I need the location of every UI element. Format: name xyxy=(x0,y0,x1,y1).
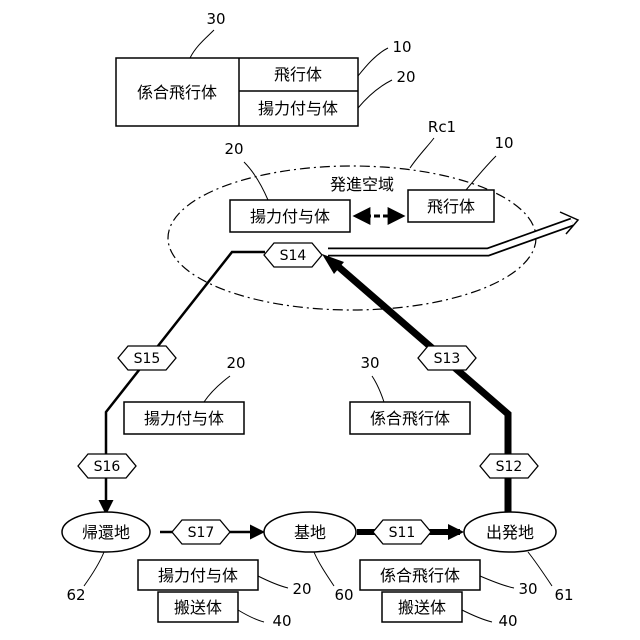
legend-lift-label: 揚力付与体 xyxy=(258,99,338,118)
mid-lift-ref: 20 xyxy=(226,354,245,372)
legend-combined-label: 係合飛行体 xyxy=(137,83,217,102)
step-s11: S11 xyxy=(373,520,431,544)
bottom-carrier-left-leader xyxy=(238,610,264,622)
bottom-combined-label: 係合飛行体 xyxy=(380,566,460,585)
bottom-right-annotations: 係合飛行体 30 搬送体 40 xyxy=(360,560,538,630)
mid-combined-label: 係合飛行体 xyxy=(370,409,450,428)
launch-airspace-label: 発進空域 xyxy=(330,175,394,194)
step-s15-label: S15 xyxy=(134,351,161,367)
step-s17-label: S17 xyxy=(188,525,215,541)
legend-ref-lift: 20 xyxy=(396,68,415,86)
step-s17: S17 xyxy=(172,520,230,544)
place-depart-label: 出発地 xyxy=(486,523,534,542)
step-s16-label: S16 xyxy=(94,459,121,475)
mid-lift-leader xyxy=(204,376,230,402)
legend-flight-label: 飛行体 xyxy=(274,65,322,84)
region-lift-label: 揚力付与体 xyxy=(250,207,330,226)
bottom-lift-leader xyxy=(258,576,288,588)
legend-leader-flight xyxy=(358,48,388,76)
launch-airspace-leader xyxy=(410,138,434,168)
step-s14: S14 xyxy=(264,243,322,267)
legend-ref-flight: 10 xyxy=(392,38,411,56)
legend-ref-combined: 30 xyxy=(206,10,225,28)
bottom-carrier-left-ref: 40 xyxy=(272,612,291,630)
bottom-left-annotations: 揚力付与体 20 搬送体 40 xyxy=(138,560,312,630)
step-s12-label: S12 xyxy=(496,459,523,475)
region-lift-leader xyxy=(244,162,268,200)
launch-airspace-ref: Rc1 xyxy=(428,118,456,136)
bottom-carrier-left-label: 搬送体 xyxy=(174,598,222,617)
step-s16: S16 xyxy=(78,454,136,478)
region-lift-ref: 20 xyxy=(224,140,243,158)
region-flight-label: 飛行体 xyxy=(427,197,475,216)
region-flight-leader xyxy=(466,156,496,190)
mid-lift-label: 揚力付与体 xyxy=(144,409,224,428)
place-base-label: 基地 xyxy=(294,523,326,542)
mid-combined-ref: 30 xyxy=(360,354,379,372)
step-s13: S13 xyxy=(418,346,476,370)
bottom-lift-ref: 20 xyxy=(292,580,311,598)
place-base-ref: 60 xyxy=(334,586,353,604)
place-base-leader xyxy=(314,552,334,586)
step-s13-label: S13 xyxy=(434,351,461,367)
step-s14-label: S14 xyxy=(280,248,307,264)
region-flight-ref: 10 xyxy=(494,134,513,152)
transfer-base-to-depart-arrow-head xyxy=(448,524,464,540)
bottom-carrier-right-label: 搬送体 xyxy=(398,598,446,617)
place-return-ref: 62 xyxy=(66,586,85,604)
bottom-lift-label: 揚力付与体 xyxy=(158,566,238,585)
legend-table: 係合飛行体 飛行体 揚力付与体 30 10 20 xyxy=(116,10,416,126)
bottom-combined-ref: 30 xyxy=(518,580,537,598)
bottom-combined-leader xyxy=(480,576,514,588)
place-return-leader xyxy=(84,552,104,586)
combined-ascent-path xyxy=(333,262,508,512)
step-s11-label: S11 xyxy=(389,525,416,541)
legend-leader-lift xyxy=(358,80,392,108)
place-return: 帰還地 62 xyxy=(62,512,150,604)
bottom-carrier-right-ref: 40 xyxy=(498,612,517,630)
legend-leader-combined xyxy=(190,30,214,58)
mid-combined-leader xyxy=(372,376,384,402)
step-s15: S15 xyxy=(118,346,176,370)
step-s12: S12 xyxy=(480,454,538,478)
place-return-label: 帰還地 xyxy=(82,523,130,542)
place-depart-ref: 61 xyxy=(554,586,573,604)
bottom-carrier-right-leader xyxy=(462,610,492,622)
